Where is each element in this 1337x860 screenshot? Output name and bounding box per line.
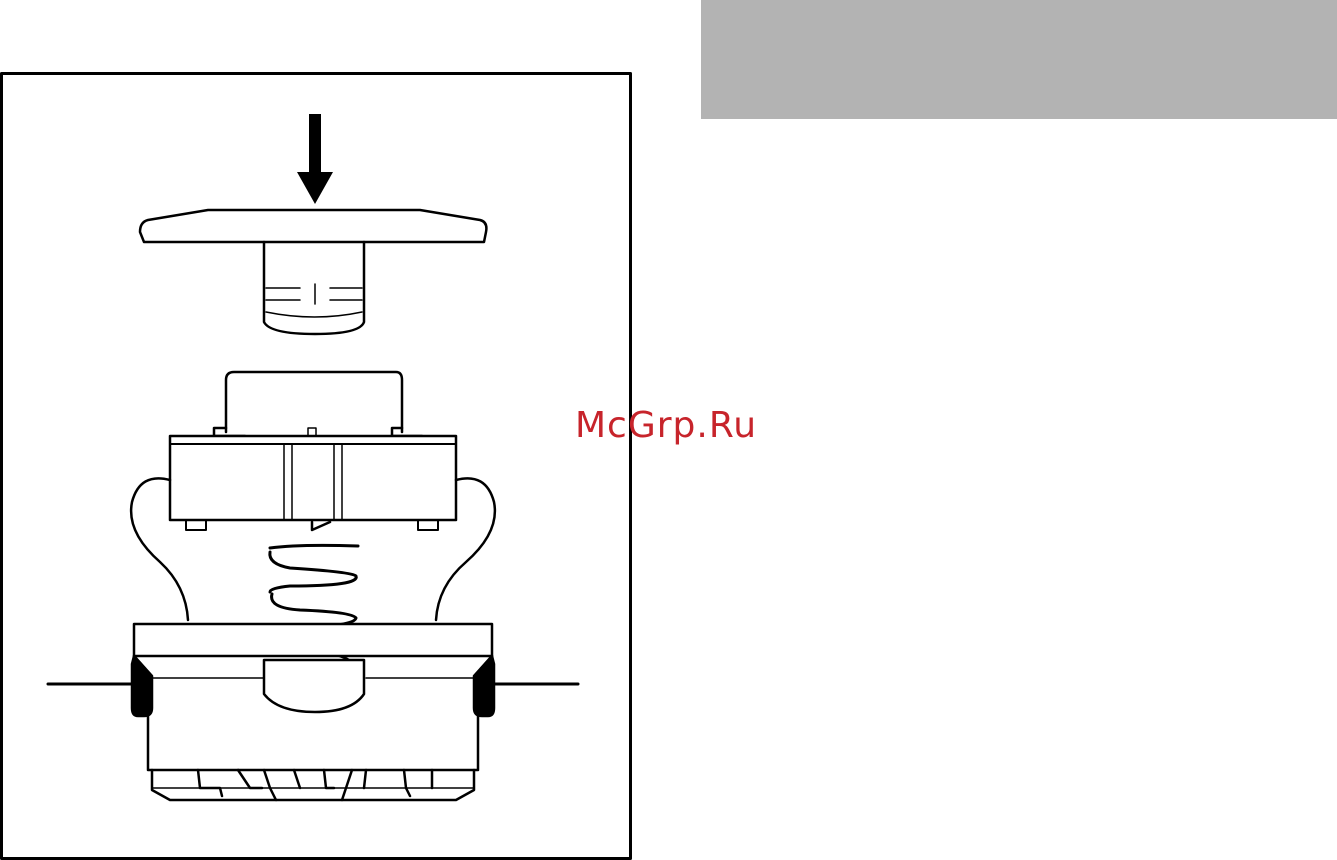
cap: [140, 210, 486, 334]
press-arrow-icon: [297, 114, 333, 204]
switch-body: [131, 372, 495, 620]
base-housing: [132, 624, 494, 800]
watermark-text: McGrp.Ru: [575, 408, 757, 444]
illustration-frame: [0, 72, 632, 860]
header-gray-bar: [701, 0, 1337, 119]
